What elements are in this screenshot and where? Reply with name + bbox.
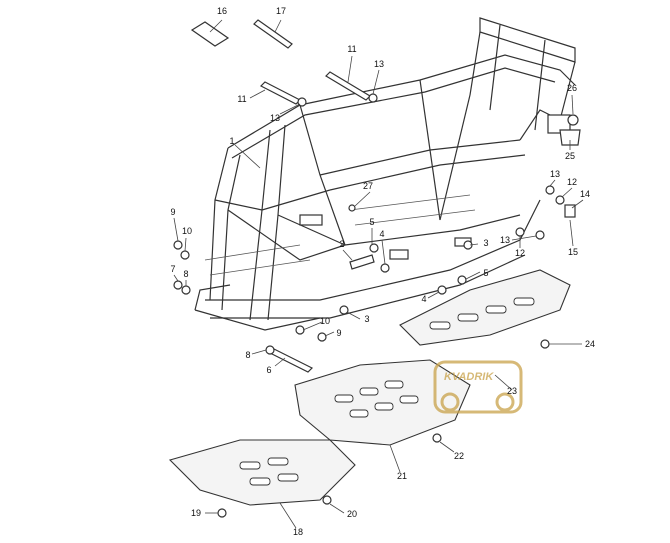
- nut-part-8: [181, 285, 191, 295]
- callout-26: 26: [567, 83, 577, 93]
- bolt-part-4: [437, 285, 447, 295]
- callout-2: 2: [339, 239, 344, 249]
- bolt-part-9: [173, 240, 183, 250]
- callout-12: 12: [567, 177, 577, 187]
- callout-13: 13: [550, 169, 560, 179]
- callout-3: 3: [364, 314, 369, 324]
- bolt-part-20: [322, 495, 332, 505]
- callout-13: 13: [374, 59, 384, 69]
- callout-13: 13: [500, 235, 510, 245]
- watermark-logo: KVADRIK: [433, 360, 523, 414]
- plate-part-16: [190, 21, 230, 47]
- callout-5: 5: [369, 217, 374, 227]
- callout-labels: 16 17 11 11 13 13 1 26 25 27 13 12 14 13…: [170, 6, 595, 537]
- callout-16: 16: [217, 6, 227, 16]
- nut-part-12: [515, 227, 525, 237]
- front-skid-plate: [168, 439, 356, 506]
- nut-part-3: [339, 305, 349, 315]
- callout-8: 8: [245, 350, 250, 360]
- callout-1: 1: [229, 136, 234, 146]
- callout-14: 14: [580, 189, 590, 199]
- middle-skid-plate: [294, 359, 471, 446]
- nut-part-12: [555, 195, 565, 205]
- nut-part-26: [567, 114, 579, 126]
- callout-27: 27: [363, 181, 373, 191]
- rear-skid-plate: [399, 269, 571, 346]
- nut-part-7: [173, 280, 183, 290]
- clip-part-27: [348, 204, 356, 212]
- leader-lines: [173, 19, 584, 529]
- frame-assembly: [194, 17, 576, 331]
- frame-bracket: [299, 214, 323, 226]
- callout-9: 9: [170, 207, 175, 217]
- bracket-part-25: [559, 129, 581, 146]
- bolt-part-5: [369, 243, 379, 253]
- bolt-part-22: [432, 433, 442, 443]
- callout-11: 11: [237, 94, 246, 104]
- callout-3: 3: [483, 238, 488, 248]
- nut-part-10: [180, 250, 190, 260]
- bolt-part-9: [317, 332, 327, 342]
- callout-25: 25: [565, 151, 575, 161]
- watermark-text: KVADRIK: [444, 371, 494, 383]
- bolt-part-6: [266, 347, 314, 373]
- clip-part-14: [564, 204, 576, 218]
- callout-21: 21: [397, 471, 407, 481]
- bolt-part-24: [540, 339, 550, 349]
- washer-part-13: [545, 185, 555, 195]
- bolt-part-11-left: [259, 81, 302, 105]
- bolt-part-4: [380, 263, 390, 273]
- callout-18: 18: [293, 527, 303, 537]
- callout-4: 4: [379, 229, 384, 239]
- callout-11: 11: [347, 44, 356, 54]
- callout-24: 24: [585, 339, 595, 349]
- frame-bracket: [389, 249, 409, 260]
- nut-part-10: [295, 325, 305, 335]
- callout-8: 8: [183, 269, 188, 279]
- callout-17: 17: [276, 6, 286, 16]
- bolt-part-11-upper: [325, 71, 371, 101]
- callout-15: 15: [568, 247, 578, 257]
- callout-10: 10: [320, 316, 330, 326]
- callout-4: 4: [421, 294, 426, 304]
- callout-12: 12: [515, 248, 525, 258]
- nut-part-8: [265, 345, 275, 355]
- callout-13: 13: [270, 113, 280, 123]
- callout-7: 7: [170, 264, 175, 274]
- bracket-part-2: [349, 254, 375, 270]
- callout-9: 9: [336, 328, 341, 338]
- callout-23: 23: [507, 386, 517, 396]
- callout-5: 5: [483, 268, 488, 278]
- callout-22: 22: [454, 451, 464, 461]
- washer-part-13: [535, 230, 545, 240]
- washer-part-13: [368, 93, 378, 103]
- callout-6: 6: [266, 365, 271, 375]
- bolt-part-5: [457, 275, 467, 285]
- callout-19: 19: [191, 508, 201, 518]
- callout-10: 10: [182, 226, 192, 236]
- pin-part-17: [253, 19, 293, 49]
- callout-20: 20: [347, 509, 357, 519]
- bolt-part-19: [217, 508, 227, 518]
